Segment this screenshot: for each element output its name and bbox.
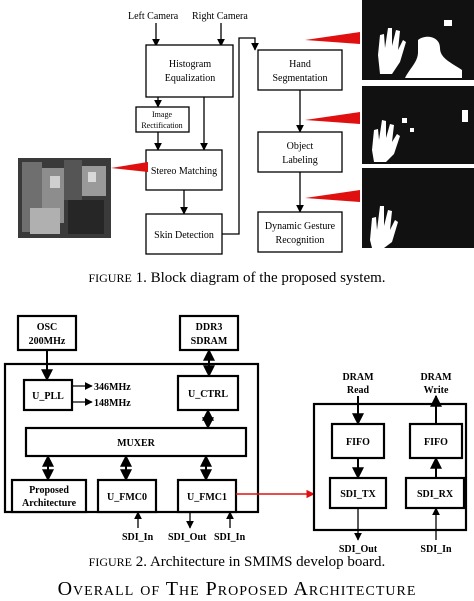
right-board-outline [312, 402, 468, 532]
hand-image-3 [362, 168, 474, 248]
u-fmc1-label: U_FMC1 [187, 492, 227, 503]
sdi-out-right-label: SDI_Out [339, 544, 378, 555]
sdi-in-label-1: SDI_In [122, 532, 154, 543]
ddr3-label-2: SDRAM [191, 336, 228, 347]
freq-346-label: 346MHz [94, 382, 131, 393]
image-rect-label-2: Rectification [141, 121, 182, 130]
sdi-in-label-2: SDI_In [214, 532, 246, 543]
hand-image-1 [362, 0, 474, 80]
histogram-label-1: Histogram [169, 59, 211, 70]
fifo-read-label: FIFO [346, 437, 370, 448]
sdi-rx-label: SDI_RX [417, 489, 454, 500]
stereo-matching-label: Stereo Matching [151, 166, 217, 177]
muxer-label: MUXER [117, 438, 156, 449]
u-ctrl-block [176, 374, 240, 412]
hand-seg-label-2: Segmentation [273, 73, 328, 84]
u-fmc1-block [176, 478, 238, 514]
object-labeling-label-1: Object [287, 141, 314, 152]
figure1-caption: Figure 1. Block diagram of the proposed … [0, 270, 474, 287]
u-pll-block [22, 378, 74, 412]
proposed-architecture-block [10, 478, 88, 514]
section-heading: Overall of The Proposed Architecture [57, 578, 417, 600]
u-pll-label: U_PLL [32, 391, 64, 402]
ddr3-label-1: DDR3 [196, 322, 223, 333]
skin-detection-label: Skin Detection [154, 230, 214, 241]
figure1-diagram: Left Camera Right Camera Histogram Equal… [18, 0, 474, 255]
ddr3-block [178, 314, 240, 352]
fifo-write-block [408, 422, 464, 460]
hand-segmentation-block [257, 49, 343, 91]
gesture-label-1: Dynamic Gesture [265, 221, 336, 232]
fifo-write-label: FIFO [424, 437, 448, 448]
u-fmc0-label: U_FMC0 [107, 492, 147, 503]
hand-image-2 [362, 86, 474, 164]
figure2-caption-text: 2. Architecture in SMIMS develop board. [132, 554, 386, 570]
figure2-caption-prefix: Figure [88, 555, 133, 569]
hand-seg-label-1: Hand [289, 59, 311, 70]
sdi-tx-label: SDI_TX [340, 489, 376, 500]
muxer-block [24, 426, 248, 458]
figure1-caption-text: 1. Block diagram of the proposed system. [131, 270, 386, 286]
dynamic-gesture-block [257, 211, 343, 253]
proposed-label-1: Proposed [29, 485, 69, 496]
proposed-label-2: Architecture [22, 498, 77, 509]
gesture-label-2: Recognition [276, 235, 325, 246]
object-labeling-block [257, 131, 343, 173]
dram-write-label-1: DRAM [420, 372, 452, 383]
osc-label-1: OSC [37, 322, 58, 333]
osc-block [16, 314, 78, 352]
dram-read-label-2: Read [347, 385, 370, 396]
freq-148-label: 148MHz [94, 398, 131, 409]
right-camera-label: Right Camera [192, 11, 248, 22]
osc-label-2: 200MHz [29, 336, 66, 347]
sdi-in-right-label: SDI_In [420, 544, 452, 555]
dram-write-label-2: Write [424, 385, 449, 396]
u-ctrl-label: U_CTRL [188, 389, 228, 400]
histogram-label-2: Equalization [165, 73, 216, 84]
sdi-rx-block [404, 476, 466, 510]
image-rect-label-1: Image [152, 110, 172, 119]
figure2-diagram: OSC 200MHz DDR3 SDRAM U_PLL 346MHz 148MH… [3, 314, 468, 555]
left-camera-label: Left Camera [128, 11, 179, 22]
u-fmc0-block [96, 478, 158, 514]
depth-map-image [18, 158, 111, 238]
histogram-equalization-block [145, 44, 234, 98]
figure1-caption-prefix: Figure [88, 271, 132, 285]
figure2-caption: Figure 2. Architecture in SMIMS develop … [0, 554, 474, 571]
image-rectification-block [135, 106, 190, 133]
sdi-out-label: SDI_Out [168, 532, 207, 543]
object-labeling-label-2: Labeling [282, 155, 318, 166]
dram-read-label-1: DRAM [342, 372, 374, 383]
